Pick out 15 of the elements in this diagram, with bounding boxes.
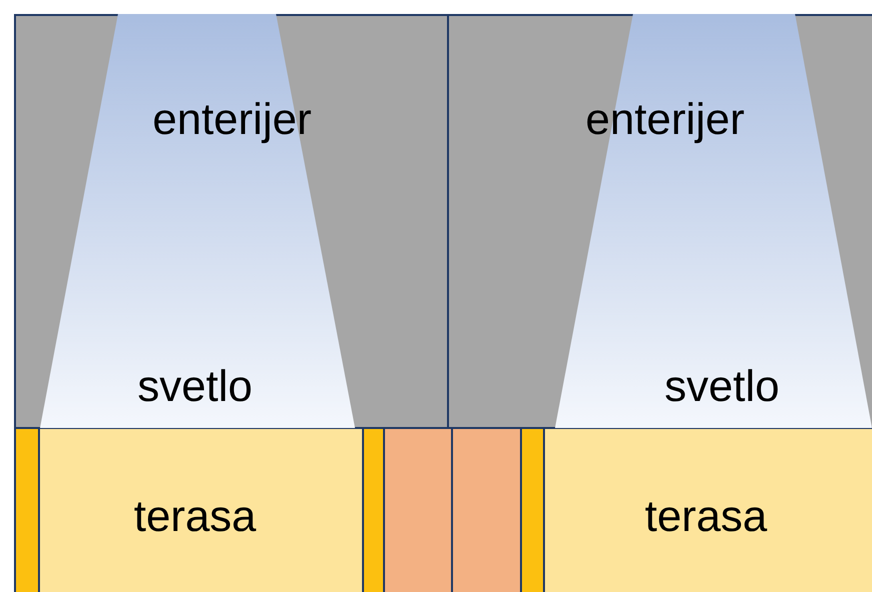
area-label: svetlo	[664, 365, 780, 409]
light-cone	[40, 14, 355, 428]
area-label: terasa	[644, 495, 768, 539]
wall-segment	[452, 428, 522, 592]
area-label: enterijer	[152, 98, 312, 142]
area-label: svetlo	[138, 365, 252, 409]
terrace-area	[40, 429, 362, 592]
column	[14, 428, 40, 592]
column	[362, 428, 385, 592]
area-label: enterijer	[586, 98, 744, 142]
light-cone	[555, 14, 872, 428]
wall-segment	[385, 428, 452, 592]
column	[522, 428, 545, 592]
terrace-area	[545, 429, 872, 592]
area-label: terasa	[134, 495, 256, 539]
